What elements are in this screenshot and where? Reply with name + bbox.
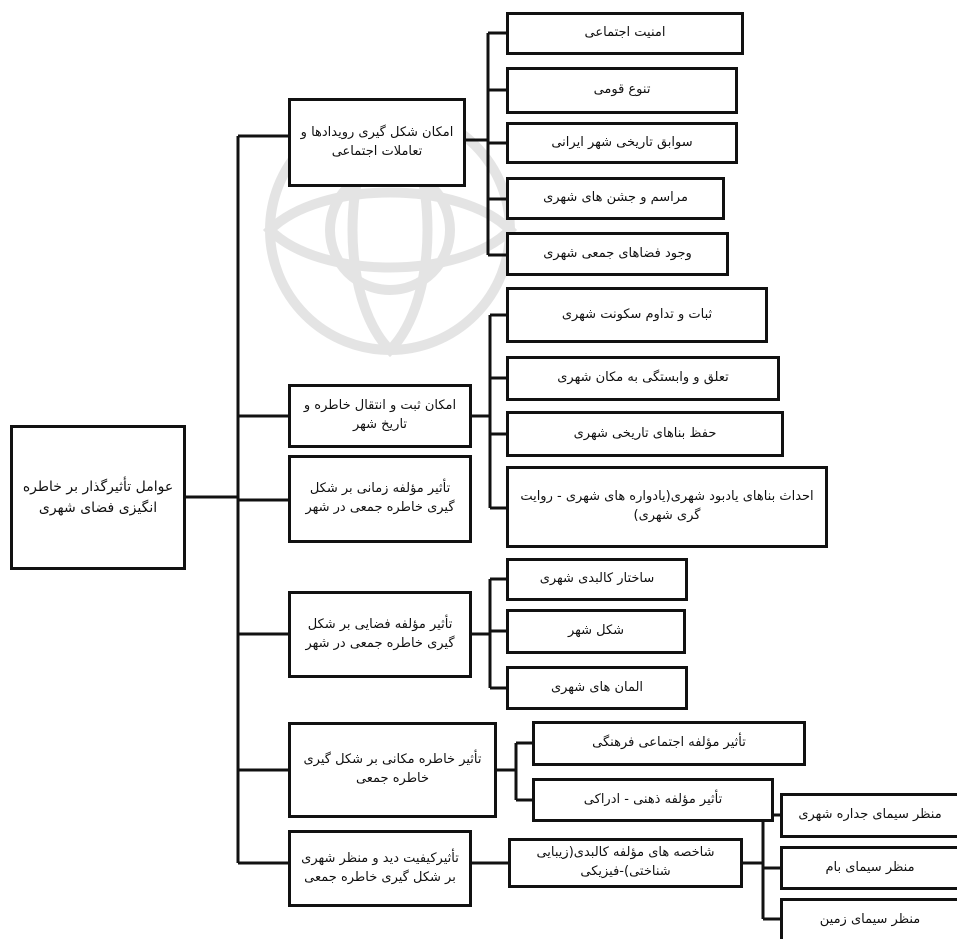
item-box: ساختار کالبدی شهری [506, 558, 688, 601]
item-label: مراسم و جشن های شهری [543, 190, 688, 206]
item-box: وجود فضاهای جمعی شهری [506, 232, 729, 276]
subitem-label: منظر سیمای جداره شهری [798, 807, 942, 823]
item-label: ثبات و تداوم سکونت شهری [561, 306, 713, 322]
item-label: شاخصه های مؤلفه کالبدی(زیبایی شناختی)-فی… [536, 845, 715, 879]
item-label: وجود فضاهای جمعی شهری [543, 245, 692, 261]
category-spatial-factor: تأثیر مؤلفه فضایی بر شکل گیری خاطره جمعی… [288, 591, 472, 678]
item-label: تنوع قومی [593, 82, 651, 98]
item-box: تنوع قومی [506, 67, 738, 114]
item-label: تعلق و وابستگی به مکان شهری [557, 370, 729, 386]
item-box: احداث بناهای یادبود شهری(یادواره های شهر… [506, 466, 828, 548]
category-label: تأثیر مؤلفه زمانی بر شکل گیری خاطره جمعی… [305, 481, 455, 515]
root-node: عوامل تأثیرگذار بر خاطره انگیزی فضای شهر… [10, 425, 186, 570]
item-box: مراسم و جشن های شهری [506, 177, 725, 220]
item-box: سوابق تاریخی شهر ایرانی [506, 122, 738, 164]
item-box: شکل شهر [506, 609, 686, 654]
item-label: ساختار کالبدی شهری [539, 571, 655, 587]
category-place-memory: تأثیر خاطره مکانی بر شکل گیری خاطره جمعی [288, 722, 497, 818]
item-label: امنیت اجتماعی [584, 25, 666, 41]
subitem-label: منظر سیمای بام [825, 859, 915, 875]
item-label: حفظ بناهای تاریخی شهری [573, 425, 717, 441]
category-time-factor: تأثیر مؤلفه زمانی بر شکل گیری خاطره جمعی… [288, 455, 472, 543]
item-box: تأثیر مؤلفه ذهنی - ادراکی [532, 778, 774, 822]
category-label: امکان ثبت و انتقال خاطره و تاریخ شهر [303, 398, 457, 432]
item-box: تعلق و وابستگی به مکان شهری [506, 356, 780, 401]
item-label: شکل شهر [567, 623, 625, 639]
item-label: تأثیر مؤلفه اجتماعی فرهنگی [592, 735, 746, 751]
subitem-label: منظر سیمای زمین [819, 911, 921, 927]
category-visual-quality: تأثیرکیفیت دید و منظر شهری بر شکل گیری خ… [288, 830, 472, 907]
item-label: احداث بناهای یادبود شهری(یادواره های شهر… [520, 489, 814, 523]
category-memory-transfer: امکان ثبت و انتقال خاطره و تاریخ شهر [288, 384, 472, 448]
category-social-events: امکان شکل گیری رویدادها و تعاملات اجتماع… [288, 98, 466, 187]
item-box: تأثیر مؤلفه اجتماعی فرهنگی [532, 721, 806, 766]
root-node-label: عوامل تأثیرگذار بر خاطره انگیزی فضای شهر… [22, 479, 174, 516]
item-label: المان های شهری [550, 679, 644, 695]
item-box: امنیت اجتماعی [506, 12, 744, 55]
item-box: حفظ بناهای تاریخی شهری [506, 411, 784, 457]
item-box: المان های شهری [506, 666, 688, 710]
item-label: تأثیر مؤلفه ذهنی - ادراکی [583, 791, 723, 807]
item-label: سوابق تاریخی شهر ایرانی [551, 134, 693, 150]
category-label: امکان شکل گیری رویدادها و تعاملات اجتماع… [300, 124, 454, 159]
subitem-box: منظر سیمای بام [780, 846, 957, 890]
subitem-box: منظر سیمای جداره شهری [780, 793, 957, 838]
item-box: شاخصه های مؤلفه کالبدی(زیبایی شناختی)-فی… [508, 838, 743, 888]
subitem-box: منظر سیمای زمین [780, 898, 957, 939]
category-label: تأثیر خاطره مکانی بر شکل گیری خاطره جمعی [303, 752, 482, 786]
category-label: تأثیر مؤلفه فضایی بر شکل گیری خاطره جمعی… [305, 616, 455, 651]
category-label: تأثیرکیفیت دید و منظر شهری بر شکل گیری خ… [301, 850, 459, 885]
item-box: ثبات و تداوم سکونت شهری [506, 287, 768, 343]
